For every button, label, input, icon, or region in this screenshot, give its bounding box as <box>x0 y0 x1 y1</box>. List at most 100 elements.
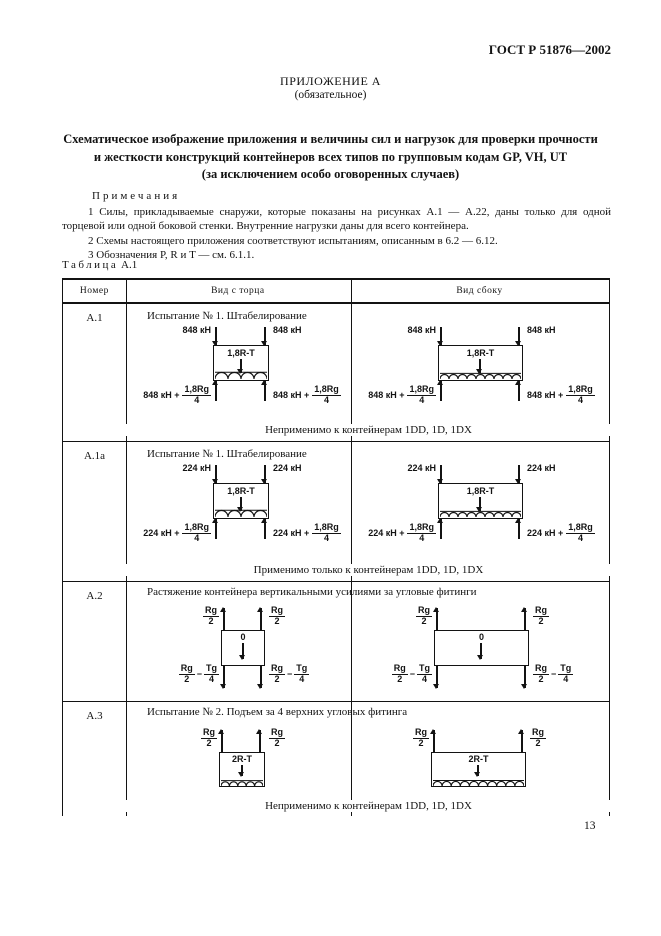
minus-sign: − <box>287 669 293 679</box>
row-number: А.1а <box>83 450 106 462</box>
notes-heading: Примечания <box>92 190 181 202</box>
force-arrow <box>437 380 443 401</box>
header-end-view: Вид с торца <box>211 286 265 296</box>
force-arrow <box>515 465 521 484</box>
force-arrow <box>212 518 218 539</box>
table-row: А.3 Испытание № 2. Подъем за 4 верхних у… <box>62 702 611 816</box>
test-title: Испытание № 2. Подъем за 4 верхних углов… <box>147 706 408 718</box>
top-force-label: 848 кН <box>182 325 211 335</box>
force-arrow <box>212 327 218 346</box>
force-arrow <box>239 643 245 660</box>
test-title: Испытание № 1. Штабелирование <box>147 448 307 460</box>
column-divider <box>351 582 353 701</box>
minus-sign: − <box>551 669 557 679</box>
note-item-2: 2 Схемы настоящего приложения соответств… <box>88 234 498 247</box>
force-arrow <box>430 729 436 752</box>
table-row: А.1 Испытание № 1. Штабелирование 848 кН… <box>62 304 611 442</box>
page-number: 13 <box>584 820 596 832</box>
container-box <box>438 345 523 381</box>
force-arrow <box>257 607 263 630</box>
force-arrow <box>433 666 439 689</box>
header-number: Номер <box>79 286 109 296</box>
force-arrow <box>212 465 218 484</box>
table-row: А.2 Растяжение контейнера вертикальными … <box>62 582 610 702</box>
title-line-2: и жесткости конструкций контейнеров всех… <box>93 149 568 164</box>
document-title: Схематическое изображение приложения и в… <box>0 131 661 184</box>
applicability-note: Применимо только к контейнерам 1DD, 1D, … <box>126 564 611 576</box>
column-divider <box>126 702 128 816</box>
floor-corrugation <box>433 780 524 786</box>
force-arrow <box>238 765 244 777</box>
floor-corrugation <box>221 780 263 786</box>
inner-force-label: 2R-T <box>232 754 252 764</box>
force-arrow <box>218 729 224 752</box>
top-force-label: 224 кН <box>407 463 436 473</box>
note-item-1: 1 Силы, прикладываемые снаружи, которые … <box>62 205 611 233</box>
force-arrow <box>261 327 267 346</box>
force-prefix: 224 кН + <box>368 528 405 538</box>
force-arrow <box>237 497 243 512</box>
container-box <box>219 752 265 787</box>
force-arrow <box>220 607 226 630</box>
title-line-1: Схематическое изображение приложения и в… <box>63 132 598 146</box>
table-row: А.1а Испытание № 1. Штабелирование 224 к… <box>62 442 611 582</box>
row-number: А.1 <box>86 312 103 324</box>
note-item-3: 3 Обозначения P, R и T — см. 6.1.1. <box>88 249 255 261</box>
force-arrow <box>212 380 218 401</box>
force-arrow <box>437 327 443 346</box>
table-caption-number: А.1 <box>121 259 138 271</box>
force-arrow <box>521 666 527 689</box>
row-number: А.2 <box>86 590 103 602</box>
force-prefix: 224 кН + <box>143 528 180 538</box>
table-caption: Таблица А.1 <box>62 259 137 271</box>
column-divider <box>351 702 353 816</box>
force-arrow <box>477 643 483 660</box>
force-prefix: 848 кН + <box>527 390 564 400</box>
force-arrow <box>474 765 480 777</box>
top-force-label: 848 кН <box>273 325 302 335</box>
top-force-label: 224 кН <box>182 463 211 473</box>
header-side-view: Вид сбоку <box>456 286 503 296</box>
title-line-3: (за исключением особо оговоренных случае… <box>201 167 460 181</box>
inner-force-label: 1,8R-T <box>466 348 495 358</box>
force-arrow <box>237 359 243 374</box>
force-prefix: 848 кН + <box>368 390 405 400</box>
force-arrow <box>515 518 521 539</box>
container-box <box>221 630 265 666</box>
inner-force-label: 1,8R-T <box>227 486 255 496</box>
force-arrow <box>515 327 521 346</box>
minus-sign: − <box>409 669 415 679</box>
force-arrow <box>220 666 226 689</box>
appendix-heading: ПРИЛОЖЕНИЕ А <box>280 74 381 88</box>
